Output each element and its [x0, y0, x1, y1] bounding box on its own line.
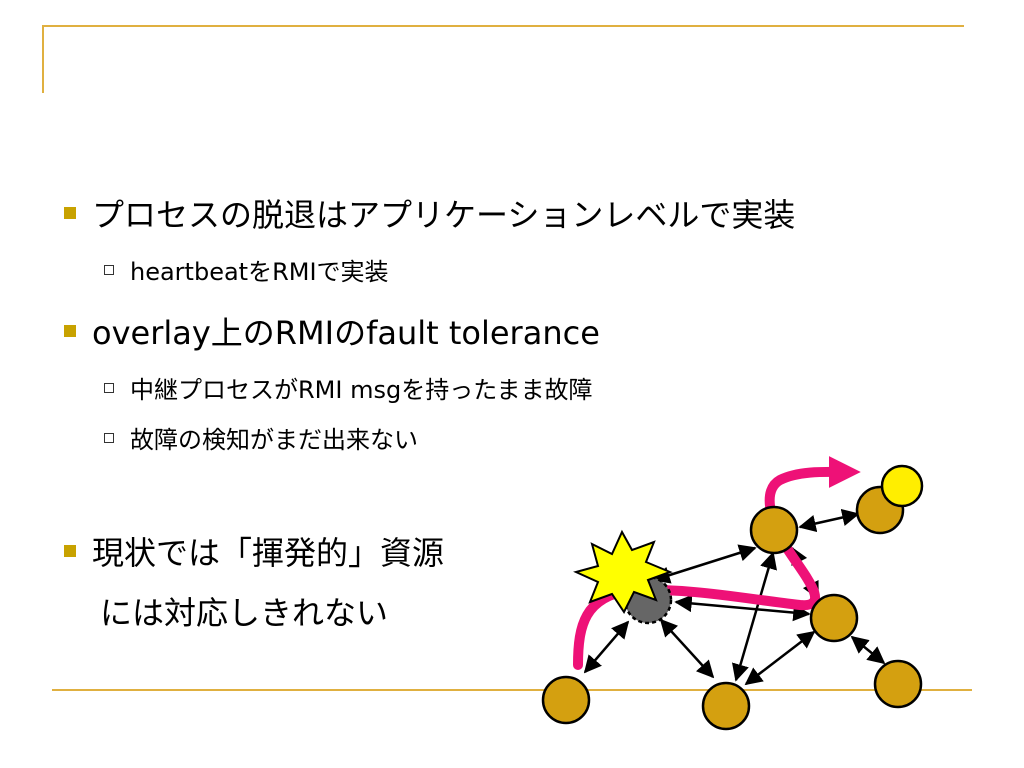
bullet-2-text: heartbeatをRMIで実装 — [130, 258, 389, 286]
edge — [652, 544, 757, 584]
bottom-rule — [52, 689, 972, 691]
bullet-1-text: プロセスの脱退はアプリケーションレベルで実装 — [92, 196, 796, 234]
bullet-5-text: 故障の検知がまだ出来ない — [130, 426, 418, 454]
edge — [850, 635, 886, 665]
edge — [744, 630, 816, 686]
bullet-1: プロセスの脱退はアプリケーションレベルで実装 — [64, 190, 795, 236]
explosion-icon — [573, 529, 673, 614]
bullet-square-icon — [64, 545, 76, 557]
node — [541, 675, 591, 725]
bullet-square-icon — [64, 325, 76, 337]
edge — [798, 508, 860, 533]
top-rule — [42, 25, 964, 27]
bullet-6-text: 現状では「揮発的」資源 — [92, 534, 445, 572]
edge — [659, 618, 715, 679]
bullet-4-text: 中継プロセスがRMI msgを持ったまま故障 — [130, 376, 593, 404]
bullet-3-text: overlay上のRMIのfault tolerance — [92, 314, 600, 352]
bullet-hollow-square-icon — [104, 382, 114, 393]
left-rule — [42, 25, 44, 93]
bullet-6-continuation: には対応しきれない — [100, 594, 389, 632]
bullet-4: 中継プロセスがRMI msgを持ったまま故障 — [104, 370, 593, 405]
bullet-square-icon — [64, 207, 76, 219]
bullet-hollow-square-icon — [104, 264, 114, 275]
nodes — [541, 464, 924, 731]
node — [701, 681, 751, 731]
bullet-5: 故障の検知がまだ出来ない — [104, 420, 418, 455]
node — [809, 593, 859, 643]
edge — [583, 620, 630, 674]
node — [749, 505, 799, 555]
node — [873, 659, 923, 709]
bullet-6: 現状では「揮発的」資源 — [64, 528, 444, 574]
edge — [732, 551, 777, 682]
bullet-2: heartbeatをRMIで実装 — [104, 252, 389, 287]
bullet-hollow-square-icon — [104, 432, 114, 443]
bullet-3: overlay上のRMIのfault tolerance — [64, 308, 600, 354]
highlight-node — [880, 464, 924, 508]
